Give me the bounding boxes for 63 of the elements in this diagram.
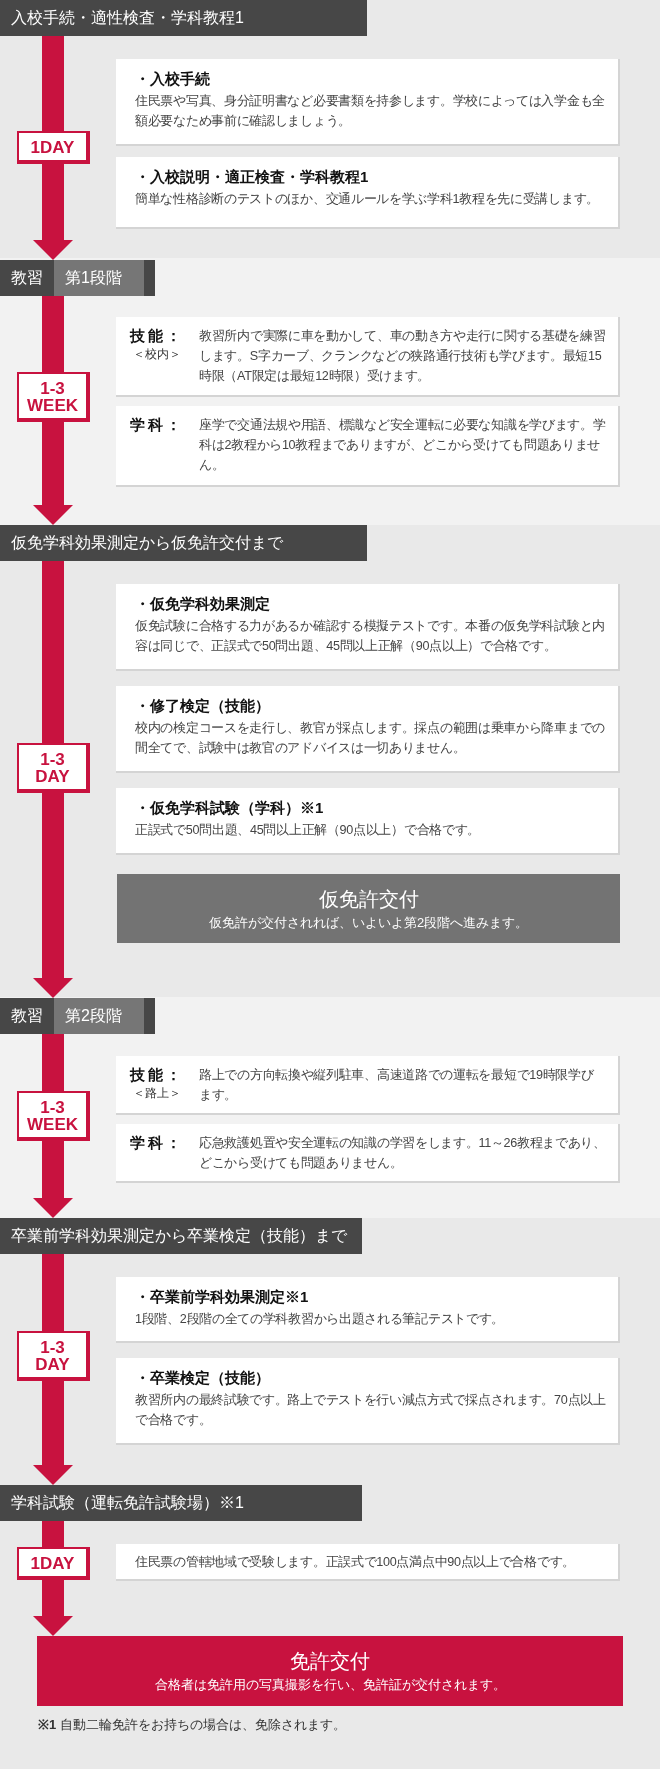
step-card [116,1277,620,1343]
step-heading: ・卒業検定（技能） [135,1368,271,1388]
step-card [116,59,620,146]
category-label: 学科： [129,1133,185,1153]
milestone-title: 免許交付 [290,1649,370,1674]
section-header [0,260,155,296]
step-card [116,788,620,855]
step-description: 校内の検定コースを走行し、教官が採点します。採点の範囲は乗車から降車までの間全てで、試験中は教官のアドバイスは一切ありません。 [135,720,606,757]
step-description: 1段階、2段階の全ての学科教習から出題される筆記テストです。 [135,1311,505,1328]
step-description: 住民票や写真、身分証明書など必要書類を持参します。学校によっては入学金も全額必要なため事前に確認しましょう。 [135,93,606,130]
duration-label: 1-3 WEEK [17,1091,90,1141]
step-heading: ・仮免学科効果測定 [135,594,271,614]
location-label: ＜校内＞ [132,346,182,362]
stage-label: 第1段階 [54,260,144,296]
location-label: ＜路上＞ [132,1085,182,1101]
step-description: 路上での方向転換や縦列駐車、高速道路での運転を最短で19時限学びます。 [199,1067,595,1104]
section-label: 教習 [10,1006,44,1026]
step-card [116,686,620,773]
duration-label: 1-3 DAY [17,1331,90,1381]
stage-label: 第2段階 [54,998,144,1034]
step-heading: ・入校説明・適正検査・学科教程1 [135,167,370,187]
step-heading: ・仮免学科試験（学科）※1 [135,798,325,818]
step-description: 座学で交通法規や用語、標識など安全運転に必要な知識を学びます。学科は2教程から10教程までありますが、どこから受けても問題ありません。 [199,417,606,474]
step-heading: ・卒業前学科効果測定※1 [135,1287,310,1307]
step-card [116,317,620,397]
section-header: 学科試験（運転免許試験場）※1 [0,1485,362,1521]
step-card [116,1124,620,1183]
section-header: 入校手続・適性検査・学科教程1 [0,0,367,36]
step-card [116,1358,620,1445]
step-heading: ・入校手続 [135,69,211,89]
step-card [116,584,620,671]
duration-label: 1-3 WEEK [17,372,90,422]
step-card [116,406,620,487]
section-header [0,998,155,1034]
duration-label: 1-3 DAY [17,743,90,793]
section-header: 仮免学科効果測定から仮免許交付まで [0,525,367,561]
step-description: 正誤式で50問出題、45問以上正解（90点以上）で合格です。 [135,822,482,839]
timeline-arrow [33,36,73,260]
step-description: 教習所内の最終試験です。路上でテストを行い減点方式で採点されます。70点以上で合格です。 [135,1392,607,1429]
duration-label: 1DAY [17,131,90,164]
milestone-description: 仮免許が交付されれば、いよいよ第2段階へ進みます。 [208,913,529,932]
milestone-banner [117,874,620,943]
section-label: 教習 [10,268,44,288]
step-description: 教習所内で実際に車を動かして、車の動き方や走行に関する基礎を練習します。S字カーブ、クランクなどの狭路通行技術も学びます。最短15時限（AT限定は最短12時限）受けます。 [199,328,606,385]
timeline-arrow [33,1521,73,1636]
category-label: 技能： [128,326,185,346]
category-label: 学科： [129,415,185,435]
milestone-banner [37,1636,623,1706]
footnote: ※1 自動二輪免許をお持ちの場合は、免除されます。 [38,1716,346,1734]
step-heading: ・修了検定（技能） [135,696,271,716]
step-card [116,1544,620,1581]
milestone-description: 合格者は免許用の写真撮影を行い、免許証が交付されます。 [154,1676,506,1694]
section-header: 卒業前学科効果測定から卒業検定（技能）まで [0,1218,362,1254]
step-description: 簡単な性格診断のテストのほか、交通ルールを学ぶ学科1教程を先に受講します。 [135,191,600,208]
step-description: 応急救護処置や安全運転の知識の学習をします。11～26教程まであり、どこから受けても問題ありません。 [199,1135,606,1172]
category-label: 技能： [128,1065,185,1085]
step-description: 仮免試験に合格する力があるか確認する模擬テストです。本番の仮免学科試験と内容は同じで、正誤式で50問出題、45問以上正解（90点以上）で合格です。 [135,618,606,655]
duration-label: 1DAY [17,1547,90,1580]
step-card [116,157,620,229]
milestone-title: 仮免許交付 [318,886,419,912]
step-card [116,1056,620,1115]
step-description: 住民票の管轄地域で受験します。正誤式で100点満点中90点以上で合格です。 [135,1554,576,1571]
timeline-arrow [33,561,73,998]
